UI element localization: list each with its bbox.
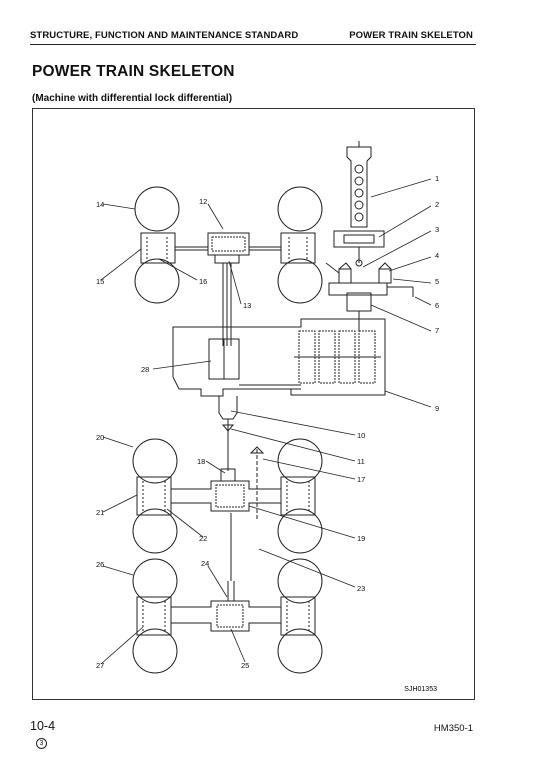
callout-label: 25 <box>241 661 249 670</box>
model-number: HM350-1 <box>433 723 473 734</box>
callout-label: 19 <box>357 534 365 543</box>
callout-label: 23 <box>357 584 365 593</box>
callout-label: 11 <box>357 457 365 466</box>
callout-label: 1 <box>435 174 439 183</box>
callout-label: 12 <box>199 197 207 206</box>
callout-label: 26 <box>96 560 104 569</box>
skeleton-diagram: 1 2 3 4 5 6 7 9 10 11 12 13 14 15 16 17 … <box>96 141 439 693</box>
callout-label: 4 <box>435 251 439 260</box>
callout-label: 7 <box>435 326 439 335</box>
rear-drive-shaft <box>227 513 235 601</box>
callout-label: 18 <box>197 457 205 466</box>
callout-label: 10 <box>357 431 365 440</box>
torque-converter <box>328 262 414 312</box>
callout-label: 2 <box>435 200 439 209</box>
page-number: 10-4 <box>30 719 56 733</box>
revision-mark: 3 <box>36 738 47 749</box>
callout-label: 6 <box>435 301 439 310</box>
callout-label: 13 <box>243 301 251 310</box>
engine <box>333 141 385 267</box>
callout-label: 28 <box>141 365 149 374</box>
page-title: POWER TRAIN SKELETON <box>32 63 235 80</box>
front-drive-shaft <box>222 263 232 346</box>
transmission <box>172 311 386 397</box>
callout-label: 9 <box>435 404 439 413</box>
front-axle <box>140 232 316 264</box>
page-header: STRUCTURE, FUNCTION AND MAINTENANCE STAN… <box>30 28 476 45</box>
callout-label: 27 <box>96 661 104 670</box>
header-section: STRUCTURE, FUNCTION AND MAINTENANCE STAN… <box>30 30 299 41</box>
callout-label: 16 <box>199 277 207 286</box>
figure-code: SJH01353 <box>404 686 437 693</box>
wheel-group <box>132 186 323 674</box>
header-topic: POWER TRAIN SKELETON <box>349 30 473 41</box>
power-train-skeleton-figure: 1 2 3 4 5 6 7 9 10 11 12 13 14 15 16 17 … <box>32 108 475 700</box>
page-subtitle: (Machine with differential lock differen… <box>32 93 233 104</box>
callout-label: 3 <box>435 225 439 234</box>
callout-label: 21 <box>96 508 104 517</box>
callout-label: 5 <box>435 277 439 286</box>
middle-axle <box>136 468 316 516</box>
callout-label: 17 <box>357 475 365 484</box>
callout-labels: 1 2 3 4 5 6 7 9 10 11 12 13 14 15 16 17 … <box>96 174 439 670</box>
callout-label: 15 <box>96 277 104 286</box>
rear-axle <box>136 596 316 636</box>
leader-lines <box>100 178 432 665</box>
center-shaft <box>218 396 265 521</box>
callout-label: 20 <box>96 433 104 442</box>
callout-label: 14 <box>96 200 104 209</box>
callout-label: 24 <box>201 559 209 568</box>
callout-label: 22 <box>199 534 207 543</box>
